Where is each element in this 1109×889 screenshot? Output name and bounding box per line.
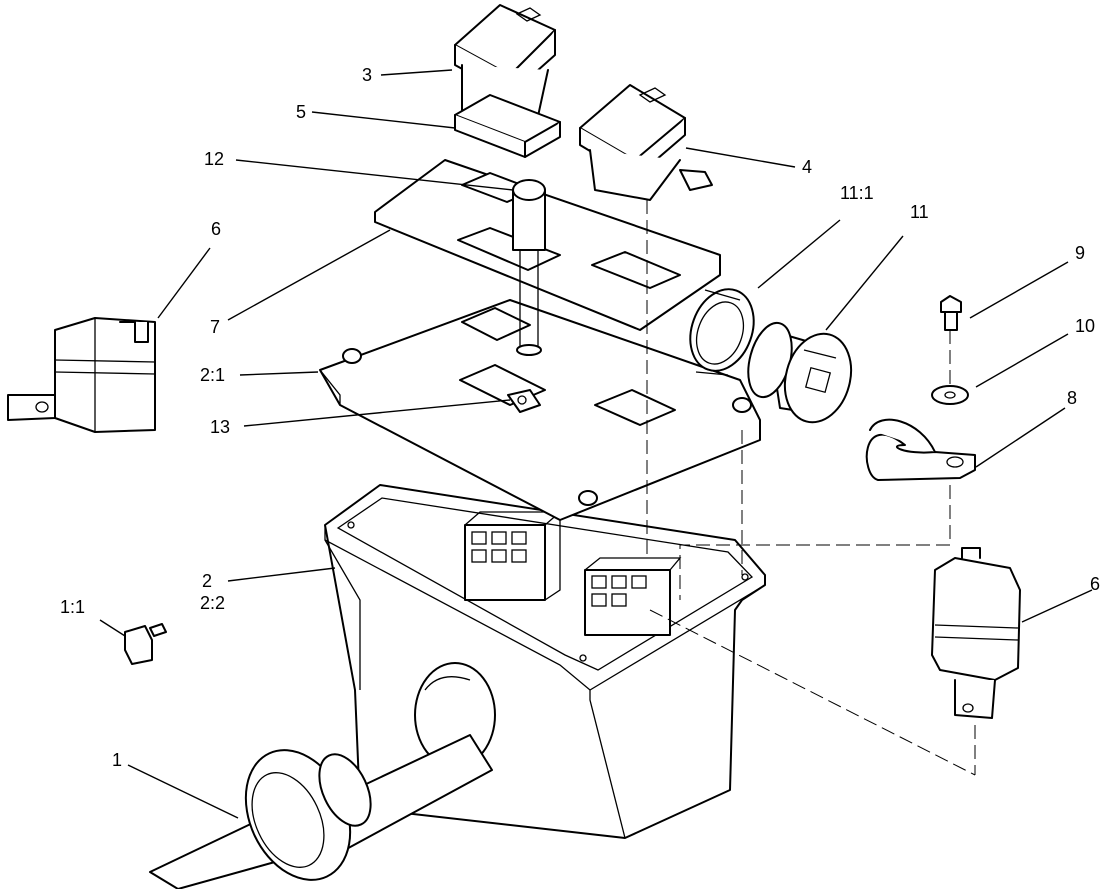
callout-6-left: 6: [211, 219, 221, 239]
relay-connector: [507, 389, 541, 413]
cable-assembly: [149, 734, 493, 889]
callout-2: 2: [202, 571, 212, 591]
callout-8: 8: [1067, 388, 1077, 408]
callout-12: 12: [204, 149, 224, 169]
relay-left: [7, 317, 156, 433]
pushbutton-switch: [747, 321, 853, 424]
callout-2-2: 2:2: [200, 593, 225, 613]
callout-13: 13: [210, 417, 230, 437]
lock-nut: [689, 288, 755, 376]
callout-7: 7: [210, 317, 220, 337]
callout-6-right: 6: [1090, 574, 1100, 594]
callout-1: 1: [112, 750, 122, 770]
callout-labels: 1 1:1 2 2:1 2:2 3 4 5 6 6 7 8 9 10 11 11…: [60, 65, 1100, 770]
relay-right: [931, 547, 1021, 719]
switch-cap: [454, 94, 561, 158]
callout-4: 4: [802, 157, 812, 177]
screw: [940, 295, 962, 331]
leader-lines: [99, 69, 1093, 819]
callout-3: 3: [362, 65, 372, 85]
washer: [931, 385, 969, 405]
callout-5: 5: [296, 102, 306, 122]
diode: [124, 623, 167, 665]
rocker-switch-4: [579, 84, 713, 201]
cable-clamp: [865, 418, 976, 481]
decal-plate: [374, 159, 721, 331]
control-box-housing: [324, 484, 766, 839]
callout-11-1: 11:1: [840, 183, 874, 203]
callout-10: 10: [1075, 316, 1095, 336]
indicator-light: [512, 179, 546, 356]
alignment-lines: [646, 200, 976, 776]
callout-11: 11: [910, 202, 929, 222]
callout-9: 9: [1075, 243, 1085, 263]
callout-2-1: 2:1: [200, 365, 225, 385]
callout-1-1: 1:1: [60, 597, 85, 617]
